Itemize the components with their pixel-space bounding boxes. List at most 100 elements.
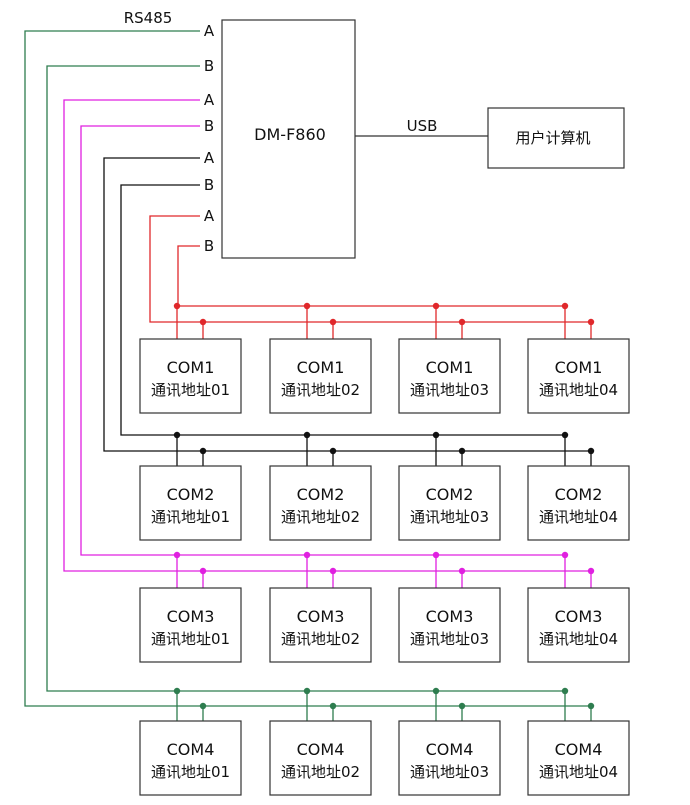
device-com-label: COM1 xyxy=(167,358,215,377)
device-com1-4: COM1 通讯地址04 xyxy=(527,338,630,414)
device-com1-1: COM1 通讯地址01 xyxy=(139,338,242,414)
com3-junction-dot xyxy=(199,567,207,575)
device-com3-3: COM3 通讯地址03 xyxy=(398,587,501,663)
device-box xyxy=(139,338,242,414)
com3-junction-dot xyxy=(303,551,311,559)
com1-junction-dot xyxy=(561,302,569,310)
device-address-label: 通讯地址01 xyxy=(151,630,230,648)
com2-junction-dot xyxy=(303,431,311,439)
com1-bus-a-wire xyxy=(149,215,591,323)
pin-label-a: A xyxy=(204,91,215,109)
com4-junction-dot xyxy=(587,702,595,710)
com2-junction-dot xyxy=(432,431,440,439)
com3-bus-a-wire xyxy=(63,99,591,572)
device-com3-1: COM3 通讯地址01 xyxy=(139,587,242,663)
device-box xyxy=(139,720,242,796)
device-com-label: COM3 xyxy=(297,607,345,626)
device-com-label: COM1 xyxy=(426,358,474,377)
device-address-label: 通讯地址03 xyxy=(410,508,489,526)
pin-label-a: A xyxy=(204,207,215,225)
com1-junction-dot xyxy=(587,318,595,326)
com4-bus-a-wire xyxy=(24,30,591,707)
com3-junction-dot xyxy=(329,567,337,575)
controller-box xyxy=(221,19,356,259)
com1-bus-b-wire xyxy=(177,245,565,307)
pin-label-b: B xyxy=(204,237,214,255)
com1-junction-dot xyxy=(199,318,207,326)
device-box xyxy=(269,338,372,414)
com2-junction-dot xyxy=(458,447,466,455)
device-com-label: COM2 xyxy=(297,485,345,504)
computer-label: 用户计算机 xyxy=(515,129,590,147)
device-box xyxy=(527,587,630,663)
com4-junction-dot xyxy=(173,687,181,695)
device-com1-2: COM1 通讯地址02 xyxy=(269,338,372,414)
device-com-label: COM2 xyxy=(426,485,474,504)
com2-junction-dot xyxy=(199,447,207,455)
device-box xyxy=(269,587,372,663)
device-com-label: COM3 xyxy=(426,607,474,626)
pin-label-a: A xyxy=(204,149,215,167)
com3-junction-dot xyxy=(173,551,181,559)
device-com-label: COM4 xyxy=(555,740,603,759)
device-address-label: 通讯地址04 xyxy=(539,381,618,399)
device-address-label: 通讯地址02 xyxy=(281,381,360,399)
com4-junction-dot xyxy=(329,702,337,710)
device-com-label: COM3 xyxy=(167,607,215,626)
com3-bus-b-wire xyxy=(80,125,565,556)
device-com-label: COM4 xyxy=(426,740,474,759)
device-box xyxy=(527,720,630,796)
device-box xyxy=(139,587,242,663)
device-boxes: COM1通讯地址01COM1通讯地址02COM1通讯地址03COM1通讯地址04… xyxy=(139,338,630,796)
com3-junction-dot xyxy=(432,551,440,559)
com4-junction-dot xyxy=(303,687,311,695)
pin-label-a: A xyxy=(204,22,215,40)
device-box xyxy=(398,465,501,541)
com3-junction-dot xyxy=(561,551,569,559)
device-box xyxy=(527,338,630,414)
device-address-label: 通讯地址04 xyxy=(539,763,618,781)
device-com-label: COM3 xyxy=(555,607,603,626)
device-box xyxy=(139,465,242,541)
com1-junction-dot xyxy=(458,318,466,326)
device-com-label: COM1 xyxy=(297,358,345,377)
device-com2-3: COM2 通讯地址03 xyxy=(398,465,501,541)
computer-box xyxy=(487,107,625,169)
pin-label-b: B xyxy=(204,176,214,194)
device-com3-2: COM3 通讯地址02 xyxy=(269,587,372,663)
device-com-label: COM1 xyxy=(555,358,603,377)
device-address-label: 通讯地址01 xyxy=(151,381,230,399)
com3-junction-dot xyxy=(458,567,466,575)
device-address-label: 通讯地址04 xyxy=(539,508,618,526)
device-box xyxy=(398,587,501,663)
com4-junction-dot xyxy=(561,687,569,695)
com2-junction-dot xyxy=(173,431,181,439)
controller-label: DM-F860 xyxy=(254,125,326,144)
device-box xyxy=(269,465,372,541)
device-address-label: 通讯地址02 xyxy=(281,630,360,648)
pin-label-b: B xyxy=(204,117,214,135)
com2-junction-dot xyxy=(561,431,569,439)
com1-junction-dot xyxy=(329,318,337,326)
com4-junction-dot xyxy=(458,702,466,710)
device-com-label: COM4 xyxy=(167,740,215,759)
device-address-label: 通讯地址03 xyxy=(410,763,489,781)
usb-label: USB xyxy=(407,117,438,135)
device-box xyxy=(398,338,501,414)
device-address-label: 通讯地址03 xyxy=(410,630,489,648)
com4-junction-dot xyxy=(199,702,207,710)
com2-junction-dot xyxy=(329,447,337,455)
com3-junction-dot xyxy=(587,567,595,575)
device-com4-4: COM4 通讯地址04 xyxy=(527,720,630,796)
com4-junction-dot xyxy=(432,687,440,695)
pin-label-b: B xyxy=(204,57,214,75)
device-com-label: COM4 xyxy=(297,740,345,759)
